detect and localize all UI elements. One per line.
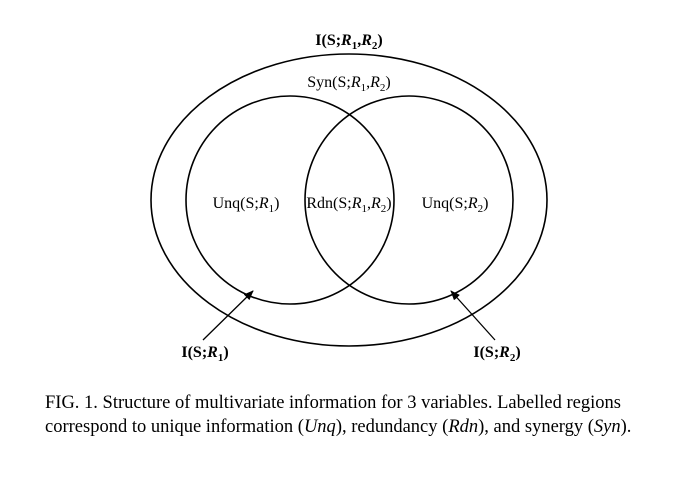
redundancy-label: Rdn(S;R1,R2) bbox=[306, 195, 391, 215]
mutual-information-r1-label: I(S;R1) bbox=[181, 344, 228, 364]
figure-caption: FIG. 1. Structure of multivariate inform… bbox=[45, 393, 632, 437]
r1-arrow bbox=[202, 290, 254, 341]
r2-information-circle bbox=[304, 95, 514, 305]
unique-r1-label: Unq(S;R1) bbox=[213, 195, 280, 215]
venn-diagram: I(S;R1,R2) Syn(S;R1,R2) Unq(S;R1) Rdn(S;… bbox=[150, 32, 548, 364]
mutual-information-r2-label: I(S;R2) bbox=[473, 344, 520, 364]
synergy-label: Syn(S;R1,R2) bbox=[307, 74, 390, 94]
r2-arrow bbox=[450, 290, 496, 341]
r1-information-circle bbox=[185, 95, 395, 305]
total-information-ellipse bbox=[150, 53, 548, 347]
unique-r2-label: Unq(S;R2) bbox=[422, 195, 489, 215]
total-information-label: I(S;R1,R2) bbox=[315, 32, 382, 52]
